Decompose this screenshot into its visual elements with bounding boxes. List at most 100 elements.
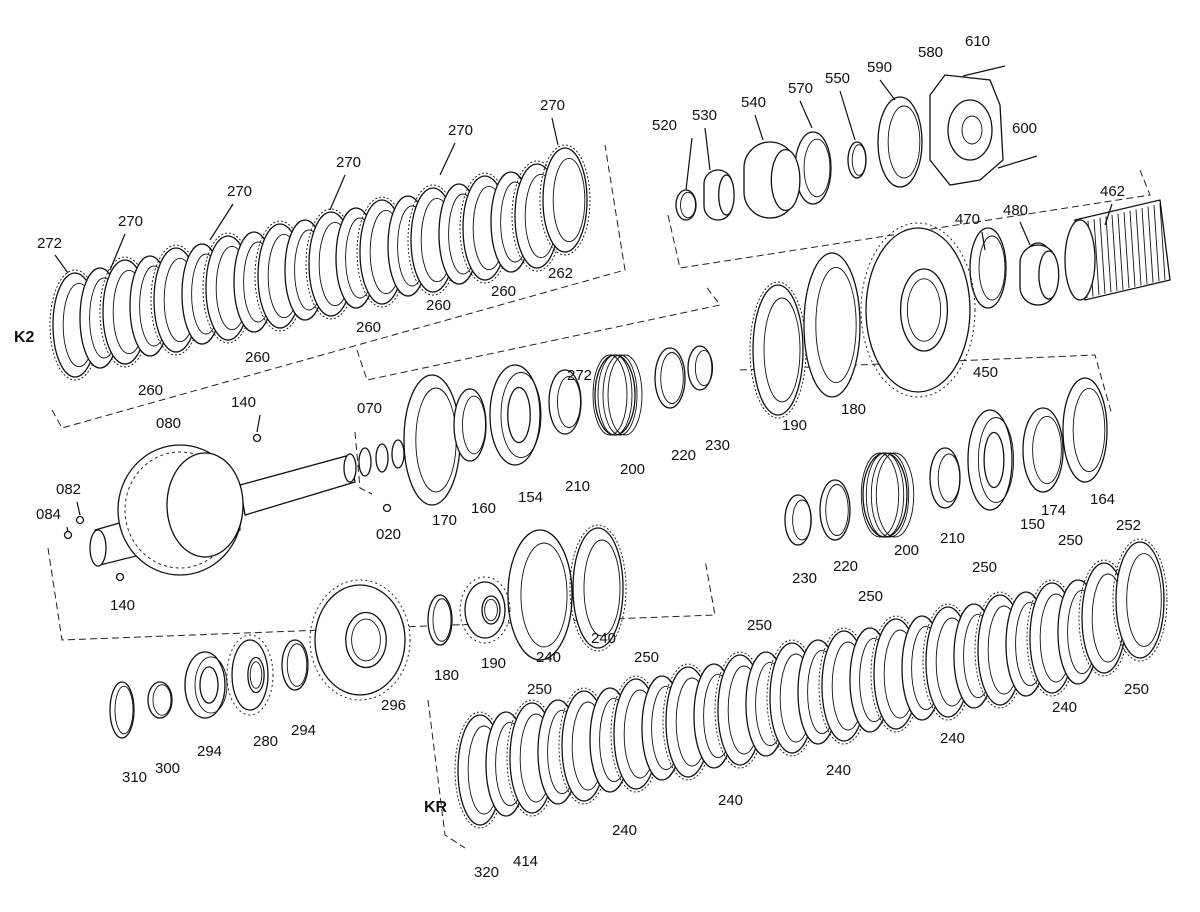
bearing-530 (703, 169, 735, 221)
leader-line-0 (54, 254, 69, 274)
callout-320: 320 (474, 864, 499, 881)
shaft-080 (89, 444, 357, 576)
callout-180: 180 (841, 401, 866, 418)
callout-600: 600 (1012, 120, 1037, 137)
group-outline-6 (354, 431, 373, 495)
part-plain-46 (403, 374, 461, 506)
callout-190: 190 (481, 655, 506, 672)
callout-240: 240 (591, 630, 616, 647)
pin-084 (63, 530, 73, 540)
callout-080: 080 (156, 415, 181, 432)
part-plain-52 (687, 345, 714, 391)
callout-520: 520 (652, 117, 677, 134)
callout-180: 180 (434, 667, 459, 684)
callout-294: 294 (291, 722, 316, 739)
callout-154: 154 (518, 489, 543, 506)
part-plain-55 (784, 494, 812, 546)
callout-270: 270 (540, 97, 565, 114)
bearing-540 (743, 141, 801, 219)
callout-480: 480 (1003, 202, 1028, 219)
leader-line-11 (879, 79, 896, 101)
seal-ring-070-0 (358, 447, 372, 477)
callout-260: 260 (356, 319, 381, 336)
part-plain-58 (929, 447, 961, 509)
plug-140-a (252, 433, 262, 443)
callout-150: 150 (1020, 516, 1045, 533)
part-plain-62 (507, 529, 573, 661)
callout-260: 260 (491, 283, 516, 300)
part-ring-67 (281, 639, 309, 691)
callout-550: 550 (825, 70, 850, 87)
callout-252: 252 (1116, 517, 1141, 534)
leader-line-15 (256, 414, 261, 433)
callout-300: 300 (155, 760, 180, 777)
callout-240: 240 (826, 762, 851, 779)
part-ring-56 (819, 479, 851, 541)
callout-414: 414 (513, 853, 538, 870)
part-ring-68 (427, 594, 453, 646)
callout-230: 230 (705, 437, 730, 454)
bolt-600 (997, 155, 1038, 169)
part-plain-70 (794, 131, 832, 205)
callout-250: 250 (747, 617, 772, 634)
gear-450 (860, 222, 976, 398)
leader-line-12 (1104, 203, 1113, 226)
bearing-480 (1019, 244, 1060, 306)
leader-line-1 (109, 233, 126, 271)
seal-ring-070-2 (391, 439, 405, 469)
callout-590: 590 (867, 59, 892, 76)
callout-200: 200 (894, 542, 919, 559)
callout-270: 270 (448, 122, 473, 139)
callout-250: 250 (1058, 532, 1083, 549)
callout-272: 272 (37, 235, 62, 252)
part-plain-49 (548, 369, 582, 435)
callout-530: 530 (692, 107, 717, 124)
callout-470: 470 (955, 211, 980, 228)
part-plain-60 (1022, 407, 1064, 493)
gear-280 (309, 579, 411, 701)
pin-082 (75, 515, 85, 525)
callout-450: 450 (973, 364, 998, 381)
plug-140-b (115, 572, 125, 582)
group-label-k2: K2 (14, 329, 35, 346)
leader-line-3 (329, 174, 346, 211)
leader-line-13 (981, 231, 986, 251)
callout-262: 262 (548, 265, 573, 282)
callout-210: 210 (565, 478, 590, 495)
callout-294: 294 (197, 743, 222, 760)
leader-line-9 (799, 100, 813, 129)
callout-210: 210 (940, 530, 965, 547)
bolt-610 (962, 65, 1006, 77)
plug-020 (382, 503, 392, 513)
group-outline-2 (356, 284, 721, 381)
group-outline-4 (739, 354, 1113, 416)
callout-250: 250 (634, 649, 659, 666)
callout-140: 140 (110, 597, 135, 614)
callout-240: 240 (1052, 699, 1077, 716)
callout-140: 140 (231, 394, 256, 411)
callout-164: 164 (1090, 491, 1115, 508)
part-ring-65 (147, 681, 173, 719)
splined-hub-462 (1064, 199, 1171, 301)
part-thick-48 (489, 364, 542, 466)
callout-270: 270 (227, 183, 252, 200)
callout-280: 280 (253, 733, 278, 750)
callout-260: 260 (245, 349, 270, 366)
part-plain-73 (969, 227, 1007, 309)
gear-296 (459, 576, 511, 644)
callout-230: 230 (792, 570, 817, 587)
part-ring-51 (654, 347, 686, 409)
callout-250: 250 (858, 588, 883, 605)
callout-540: 540 (741, 94, 766, 111)
callout-160: 160 (471, 500, 496, 517)
callout-310: 310 (122, 769, 147, 786)
callout-082: 082 (56, 481, 81, 498)
leader-line-14 (1019, 221, 1031, 246)
bearing-300 (226, 634, 274, 716)
part-thick-66 (184, 651, 228, 719)
part-plain-47 (453, 388, 487, 462)
callout-250: 250 (527, 681, 552, 698)
callout-240: 240 (718, 792, 743, 809)
callout-462: 462 (1100, 183, 1125, 200)
